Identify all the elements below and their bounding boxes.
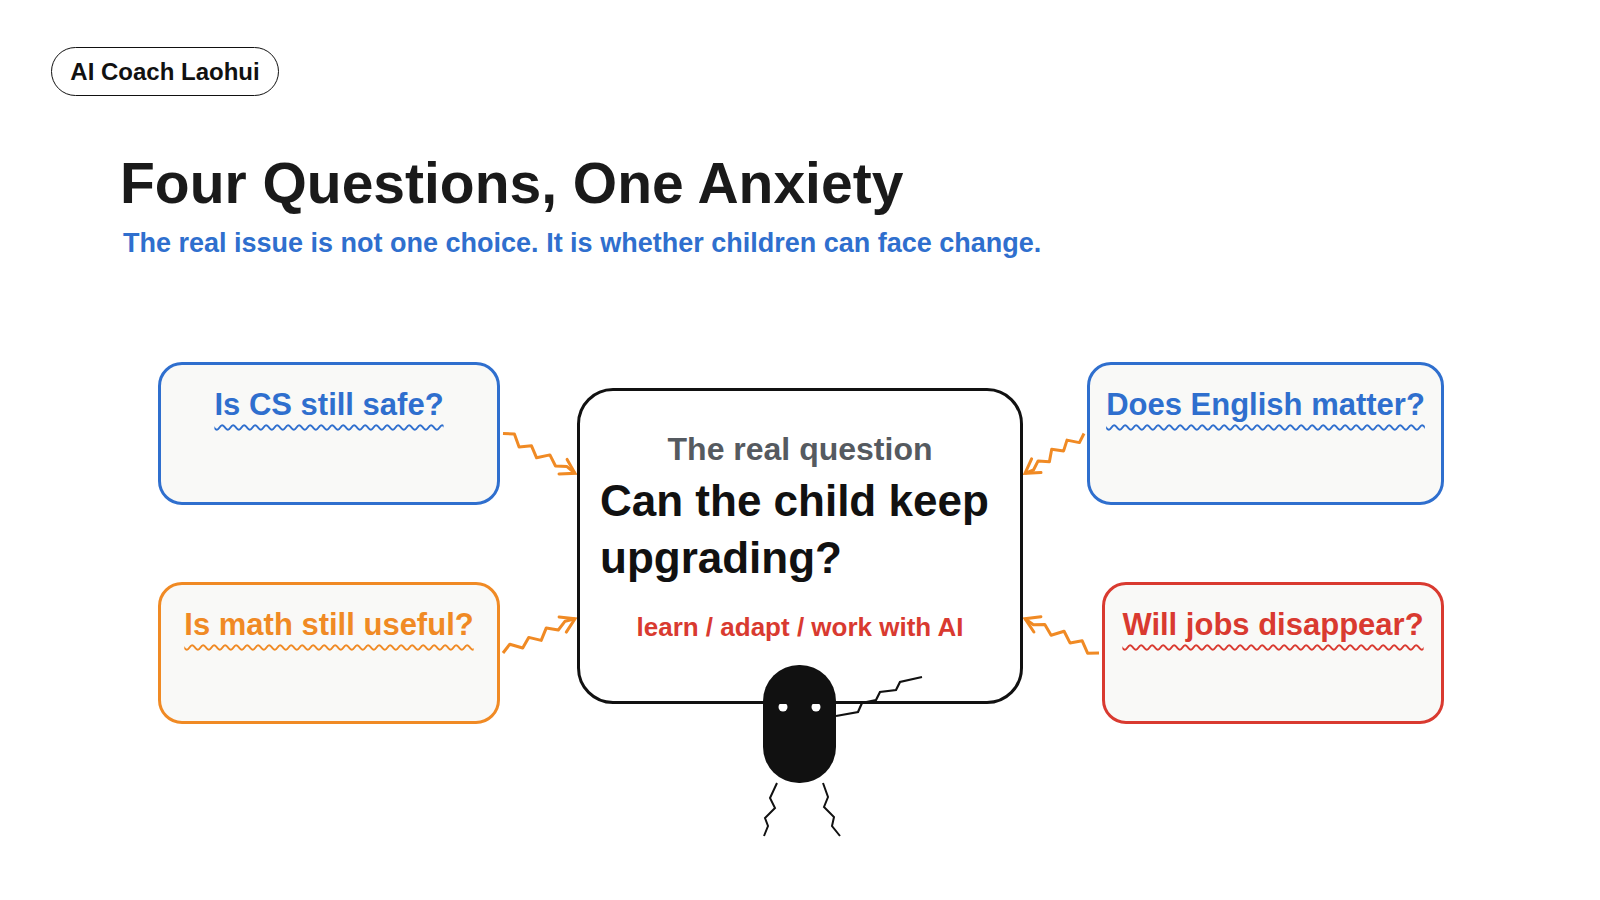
question-box: Is CS still safe? xyxy=(158,362,500,505)
node-text: Will jobs disappear? xyxy=(1122,607,1423,643)
connector-line xyxy=(503,619,575,653)
question-box: Is math still useful? xyxy=(158,582,500,724)
connector-line xyxy=(503,434,575,474)
arrow-connector xyxy=(1025,434,1084,474)
question-box: Will jobs disappear? xyxy=(1102,582,1444,724)
connector-line xyxy=(1025,434,1084,474)
arrowhead xyxy=(1025,617,1041,632)
figure-leg xyxy=(764,783,777,836)
arrow-connector xyxy=(503,617,575,653)
figure-leg xyxy=(823,783,840,836)
subtitle-note: The real issue is not one choice. It is … xyxy=(123,228,1041,259)
arrowhead xyxy=(559,617,575,632)
stick-figure xyxy=(763,665,922,836)
arrow-connector xyxy=(503,434,575,475)
node-text: Is CS still safe? xyxy=(214,387,443,423)
author-badge: AI Coach Laohui xyxy=(51,47,279,96)
figure-body xyxy=(763,665,836,783)
node-text: Is math still useful? xyxy=(184,607,473,643)
question-box: Does English matter? xyxy=(1087,362,1444,505)
figure-arm xyxy=(836,677,922,716)
connector-line xyxy=(1025,619,1099,654)
key-skills: learn / adapt / work with AI xyxy=(600,612,1000,643)
arrowhead xyxy=(559,459,575,474)
question-heading: The real question xyxy=(600,431,1000,468)
key-question: Can the child keep upgrading? xyxy=(600,472,1000,586)
node-text: Does English matter? xyxy=(1106,387,1425,423)
central-question-box: The real questionCan the child keep upgr… xyxy=(577,388,1023,704)
arrow-connector xyxy=(1025,617,1099,653)
node-text: AI Coach Laohui xyxy=(70,58,259,86)
arrowhead xyxy=(1025,459,1041,474)
diagram-title: Four Questions, One Anxiety xyxy=(120,150,903,216)
